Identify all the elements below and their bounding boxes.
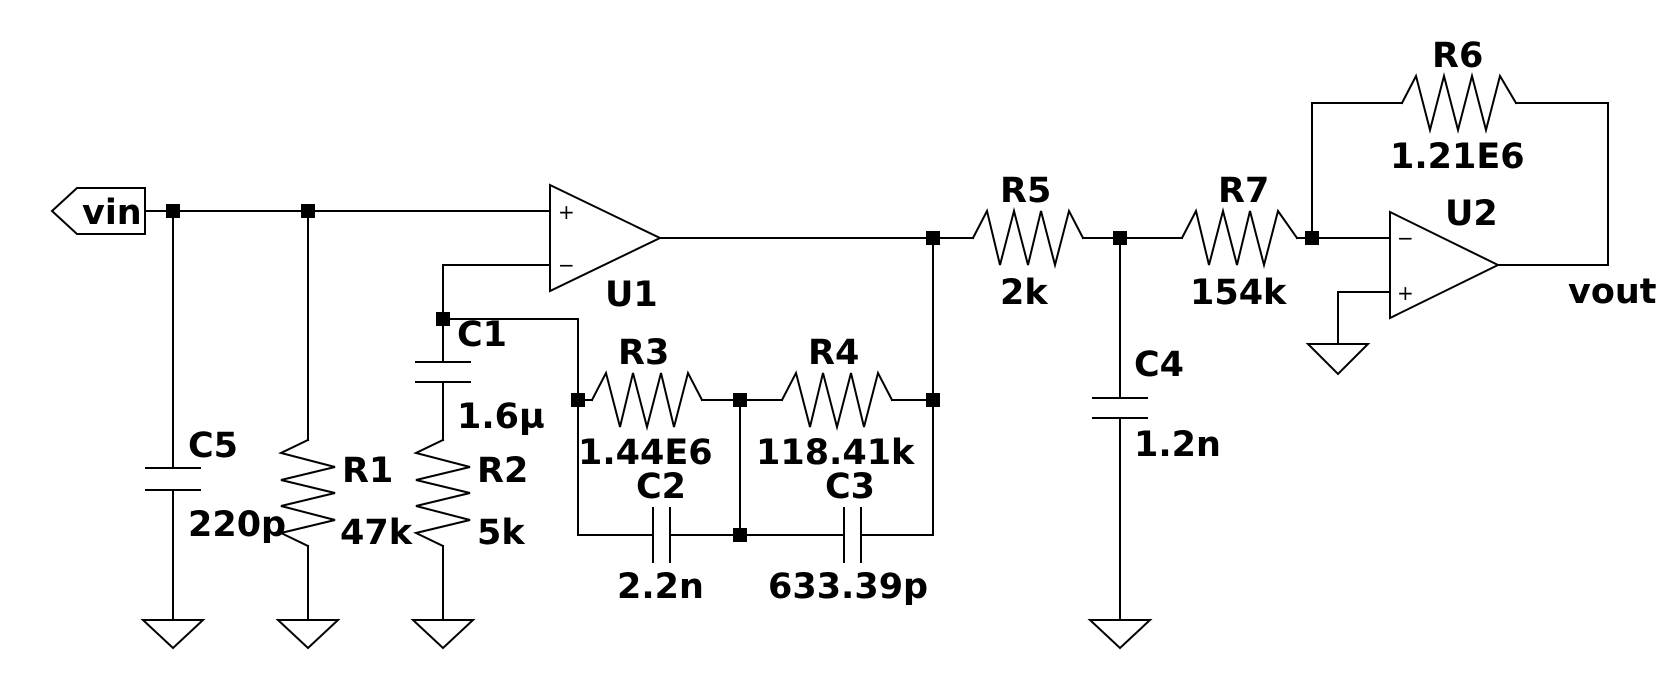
junction-dot [926,393,940,407]
c5-value: 220p [188,505,286,545]
r2-ref: R2 [477,451,528,491]
r6-value: 1.21E6 [1390,137,1525,177]
r2-value: 5k [477,513,525,553]
ground-icon [410,619,476,650]
resistor-r2: R2 5k [413,438,528,553]
u1-label: U1 [605,275,658,315]
c4-ref: C4 [1134,345,1184,385]
ground-icon [1305,343,1371,376]
junction-dot [733,528,747,542]
junction-dot [733,393,747,407]
junctions [166,204,1319,542]
junction-dot [571,393,585,407]
c5-ref: C5 [188,426,238,466]
r4-value: 118.41k [756,433,915,473]
ground-icon [275,619,341,650]
vin-label: vin [82,193,142,233]
r3-ref: R3 [618,333,669,373]
c1-value: 1.6µ [457,397,545,437]
capacitor-c2: C2 2.2n [617,467,704,607]
junction-dot [166,204,180,218]
grounds [140,343,1371,650]
r5-value: 2k [1000,273,1048,313]
ground-icon [1087,619,1153,650]
u1-plus-sign: + [558,200,575,224]
r7-value: 154k [1190,273,1287,313]
c4-value: 1.2n [1134,425,1221,465]
vout-label: vout [1568,272,1656,312]
junction-dot [1305,231,1319,245]
junction-dot [436,312,450,326]
u2-minus-sign: − [1397,226,1414,250]
c2-ref: C2 [636,467,686,507]
r5-ref: R5 [1000,171,1051,211]
c2-value: 2.2n [617,567,704,607]
junction-dot [926,231,940,245]
resistor-r6: R6 1.21E6 [1390,36,1525,177]
ground-icon [140,619,206,650]
r6-ref: R6 [1432,36,1483,76]
resistor-r7: R7 154k [1180,171,1299,313]
c3-value: 633.39p [768,567,928,607]
r1-ref: R1 [342,451,393,491]
r1-value: 47k [340,513,413,553]
capacitor-c1: C1 1.6µ [415,315,545,437]
junction-dot [1113,231,1127,245]
resistor-r1: R1 47k [278,438,413,553]
r4-ref: R4 [808,333,859,373]
resistor-r5: R5 2k [971,171,1085,313]
c1-ref: C1 [457,315,507,355]
opamp-u2: − + U2 [1389,194,1501,320]
capacitor-c5: C5 220p [145,426,286,545]
c3-ref: C3 [825,467,875,507]
capacitor-c3: C3 633.39p [768,467,928,607]
r3-value: 1.44E6 [578,433,713,473]
u1-minus-sign: − [558,253,575,277]
opamp-u1: + − U1 [549,183,663,315]
resistor-r3: R3 1.44E6 [578,333,713,473]
vin-port: vin [50,187,146,235]
resistor-r4: R4 118.41k [756,333,915,473]
junction-dot [301,204,315,218]
u2-plus-sign: + [1397,281,1414,305]
capacitor-c4: C4 1.2n [1092,345,1221,465]
r7-ref: R7 [1218,171,1269,211]
u2-label: U2 [1445,194,1498,234]
